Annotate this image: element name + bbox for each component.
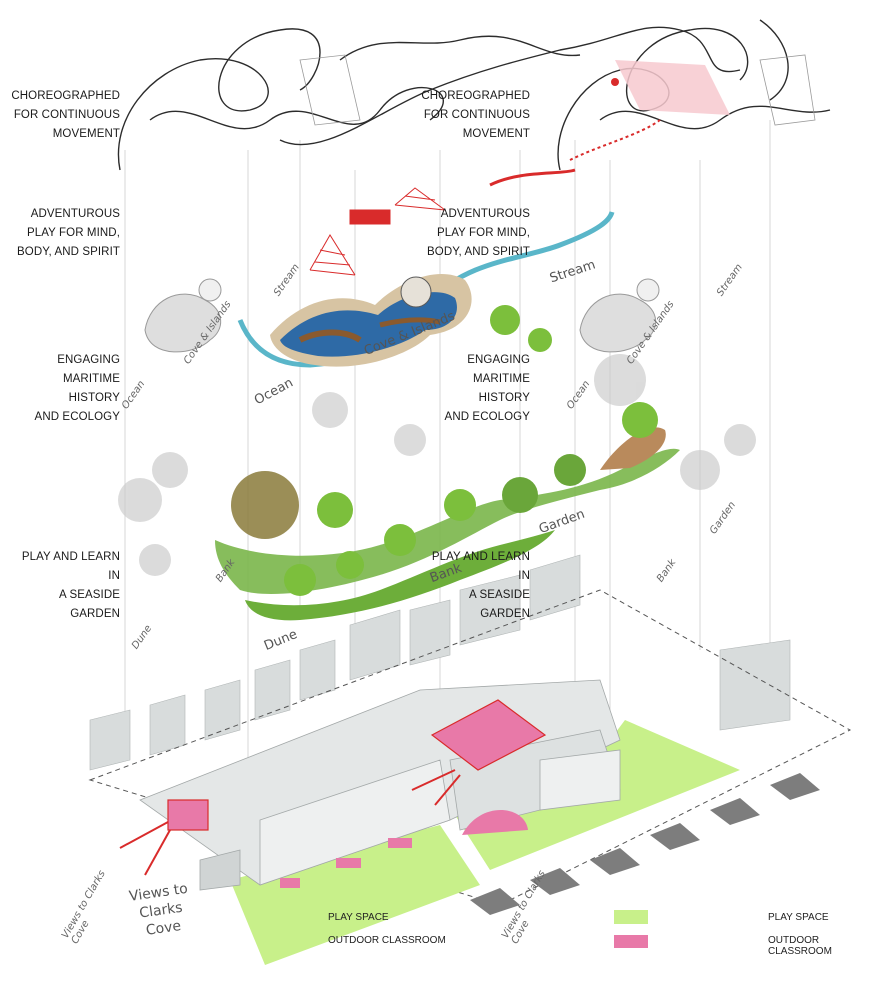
label-views-clarks-cove: Views to Clarks Cove	[128, 880, 189, 939]
play-structures	[309, 187, 446, 276]
courts	[299, 54, 816, 126]
legend-right-classroom: OUTDOOR CLASSROOM	[768, 935, 832, 957]
layer-label-maritime-left: ENGAGING MARITIME HISTORY AND ECOLOGY	[34, 354, 120, 423]
property-outline	[88, 589, 852, 906]
legend-classroom-swatch	[614, 935, 648, 948]
layer-label-play-left: ADVENTUROUS PLAY FOR MIND, BODY, AND SPI…	[17, 208, 120, 258]
layer-label-movement-center: CHOREOGRAPHED FOR CONTINUOUS MOVEMENT	[421, 90, 530, 140]
building-row	[89, 554, 791, 771]
legend-play-swatch	[614, 910, 648, 924]
layer-label-maritime-center: ENGAGING MARITIME HISTORY AND ECOLOGY	[444, 354, 530, 423]
ghost-islands	[144, 278, 660, 353]
projection-lines	[124, 120, 771, 870]
layer-label-play-center: ADVENTUROUS PLAY FOR MIND, BODY, AND SPI…	[427, 208, 530, 258]
layer-label-garden-center: PLAY AND LEARN IN A SEASIDE GARDEN	[431, 551, 530, 620]
legend-center-play: PLAY SPACE	[328, 912, 389, 923]
layer-label-movement-left: CHOREOGRAPHED FOR CONTINUOUS MOVEMENT	[11, 90, 120, 140]
ghost-trees	[118, 354, 756, 576]
court-pink	[489, 60, 730, 187]
cove-islands	[270, 274, 472, 367]
garden-layer	[215, 427, 680, 621]
view-arrows	[119, 769, 461, 876]
legend-center-classroom: OUTDOOR CLASSROOM	[328, 935, 446, 946]
trees	[231, 305, 658, 596]
street-edge	[470, 773, 820, 915]
layer-label-garden-left: PLAY AND LEARN IN A SEASIDE GARDEN	[21, 551, 120, 620]
movement-loops	[117, 19, 831, 171]
outdoor-classrooms	[167, 699, 547, 888]
legend-right-play: PLAY SPACE	[768, 912, 829, 923]
